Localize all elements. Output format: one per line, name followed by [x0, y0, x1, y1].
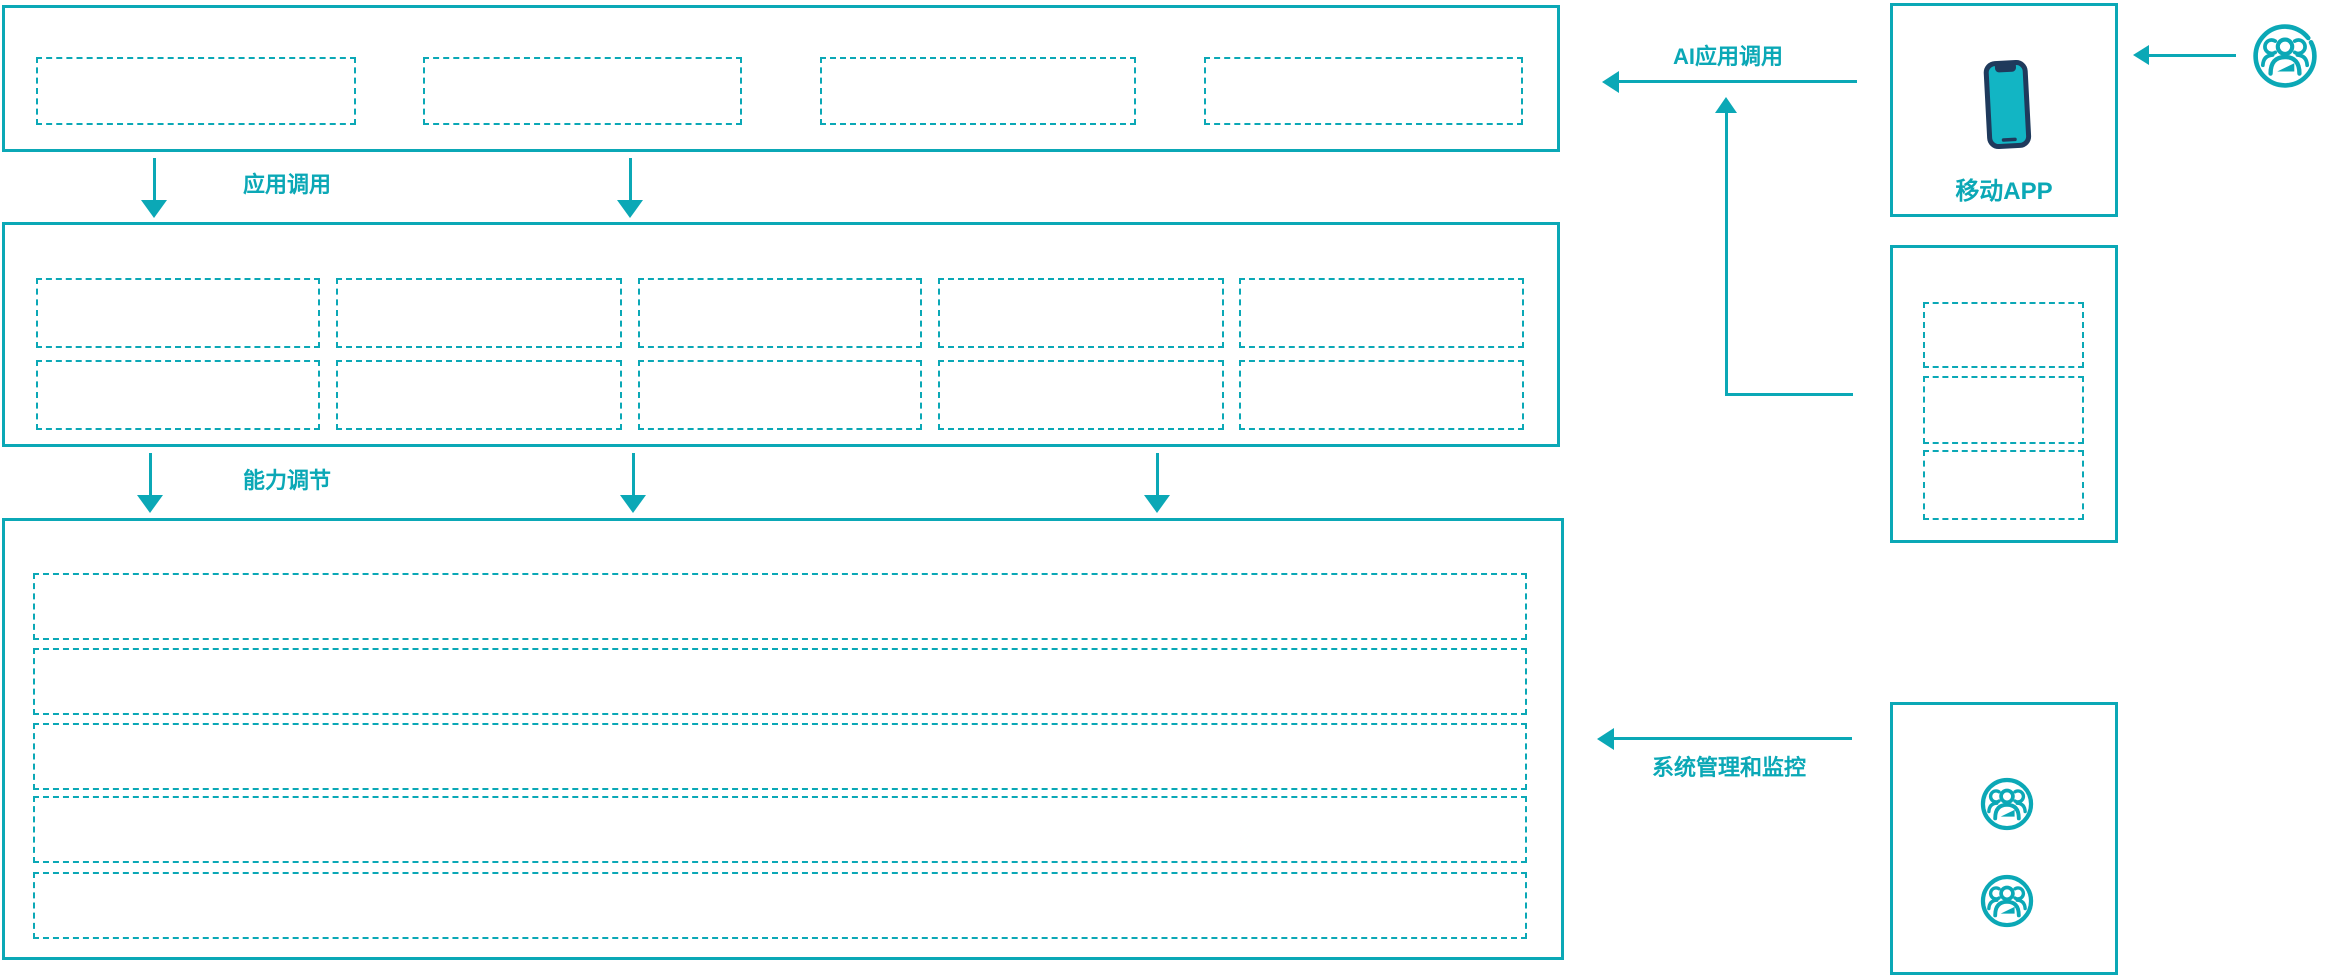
capability-arrow-line — [1156, 453, 1159, 497]
placeholder-box — [1923, 376, 2084, 444]
right-panel-box — [1890, 245, 2118, 543]
placeholder-box — [423, 57, 742, 125]
app-call-arrow-head — [141, 200, 167, 218]
app-call-arrow-line — [153, 158, 156, 202]
placeholder-box — [820, 57, 1136, 125]
sys-monitor-arrow-head — [1597, 728, 1614, 750]
placeholder-row — [33, 573, 1527, 640]
placeholder-box — [336, 278, 622, 348]
placeholder-box — [36, 278, 320, 348]
smartphone-icon — [1983, 60, 2032, 150]
mobile-app-label: 移动APP — [1955, 178, 2053, 205]
placeholder-box — [1923, 302, 2084, 368]
placeholder-row — [33, 648, 1527, 715]
placeholder-row — [33, 872, 1527, 939]
placeholder-box — [36, 57, 356, 125]
app-call-arrow-head — [617, 200, 643, 218]
placeholder-box — [938, 360, 1224, 430]
placeholder-box — [336, 360, 622, 430]
sys-monitor-arrow-line — [1613, 737, 1852, 740]
connector-vertical-line — [1725, 112, 1728, 396]
placeholder-box — [1923, 450, 2084, 520]
placeholder-row — [33, 796, 1527, 863]
admin-users-box — [1890, 702, 2118, 975]
bottom-layer-container — [2, 518, 1564, 960]
placeholder-box — [1239, 278, 1524, 348]
ai-app-call-label: AI应用调用 — [1673, 44, 1784, 69]
connector-arrow-head — [1715, 97, 1737, 113]
app-call-arrow-line — [629, 158, 632, 202]
capability-arrow-head — [1144, 495, 1170, 513]
placeholder-box — [1204, 57, 1523, 125]
connector-horizontal-line — [1725, 393, 1853, 396]
middle-layer-container — [2, 222, 1560, 447]
user-group-icon — [1980, 874, 2034, 928]
system-monitor-label: 系统管理和监控 — [1652, 755, 1807, 780]
capability-arrow-line — [632, 453, 635, 497]
app-call-label: 应用调用 — [243, 172, 332, 197]
capability-arrow-head — [620, 495, 646, 513]
placeholder-box — [938, 278, 1224, 348]
user-arrow-head — [2133, 45, 2149, 65]
user-arrow-line — [2148, 54, 2236, 57]
placeholder-box — [1239, 360, 1524, 430]
user-group-icon — [1980, 777, 2034, 831]
capability-arrow-head — [137, 495, 163, 513]
placeholder-box — [638, 360, 922, 430]
user-group-icon — [2253, 24, 2317, 88]
top-layer-container — [2, 5, 1560, 152]
ai-call-arrow-head — [1602, 71, 1619, 93]
mobile-app-box: 移动APP — [1890, 3, 2118, 217]
capability-adjust-label: 能力调节 — [243, 468, 332, 493]
placeholder-box — [638, 278, 922, 348]
capability-arrow-line — [149, 453, 152, 497]
placeholder-box — [36, 360, 320, 430]
placeholder-row — [33, 723, 1527, 790]
ai-call-arrow-line — [1618, 80, 1857, 83]
